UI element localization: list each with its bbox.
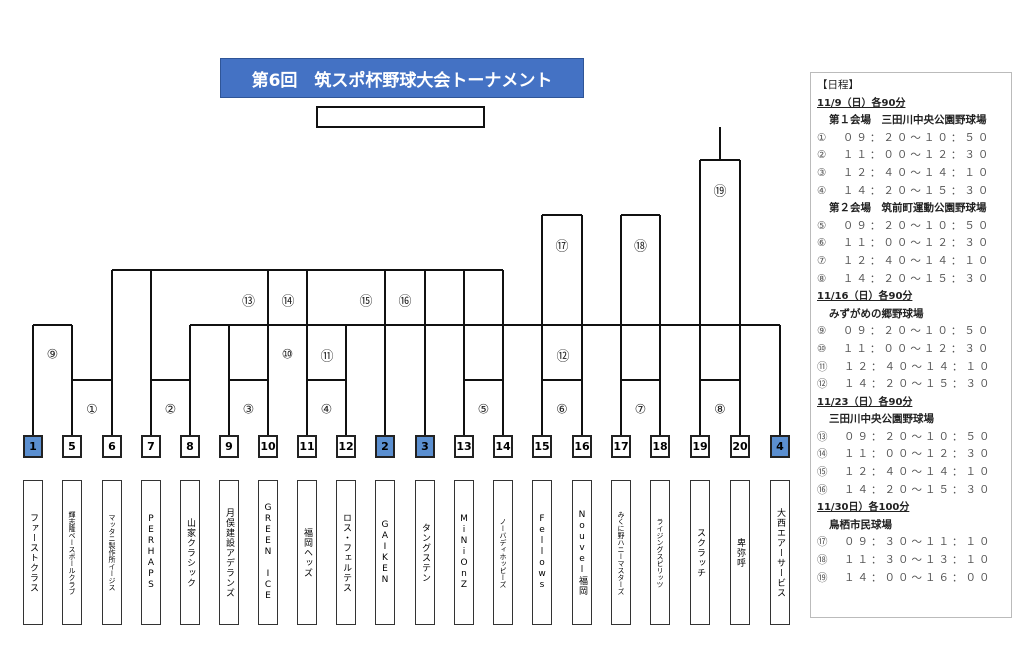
seed-number-box: 7 [141,435,161,458]
match-number: ③ [242,402,255,418]
match-number: ④ [320,402,333,418]
schedule-slot: ⑲ １４：００～１６：００ [817,571,993,584]
team-name: ノーバディホッピーズ [493,480,513,625]
schedule-slot: ⑯ １４：２０～１５：３０ [817,483,993,496]
team-name: マッタニ製作所イージス [102,480,122,625]
seed-number-box: 8 [180,435,200,458]
schedule-slot: ③ １２：４０～１４：１０ [817,166,992,179]
seed-number-box: 15 [532,435,552,458]
team-name: 山家クラシック [180,480,200,625]
schedule-slot: ⑰ ０９：３０～１１：１０ [817,536,993,549]
team-name: GREEN ICE [258,480,278,625]
seed-number-box: 2 [375,435,395,458]
team-name: Fellows [532,480,552,625]
schedule-date: 11/16（日）各90分 [817,291,913,303]
schedule-heading: 【日程】 [817,79,859,91]
schedule-slot: ⑦ １２：４０～１４：１０ [817,254,992,267]
schedule-slot: ⑥ １１：００～１２：３０ [817,237,992,250]
schedule-venue: 三田川中央公園野球場 [829,413,934,426]
seed-number-box: 11 [297,435,317,458]
team-name: タングステン [415,480,435,625]
match-number: ⑧ [714,402,726,418]
team-name: 卑弥呼 [730,480,750,625]
schedule-slot: ⑨ ０９：２０～１０：５０ [817,325,992,338]
team-name: PERHAPS [141,480,161,625]
team-name: スクラッチ [690,480,710,625]
team-name: ファーストクラス [23,480,43,625]
schedule-slot: ⑧ １４：２０～１５：３０ [817,272,992,285]
seed-number-box: 4 [770,435,790,458]
schedule-venue: 第２会場 筑前町運動公園野球場 [829,202,987,215]
seed-number-box: 18 [650,435,670,458]
team-name: 輝志隆ベースボールクラブ [62,480,82,625]
team-name: GAIKEN [375,480,395,625]
match-number: ⑲ [713,184,727,200]
team-name: 福岡ヘッズ [297,480,317,625]
schedule-venue: 第１会場 三田川中央公園野球場 [829,114,987,127]
team-name: 大西エアーサービス [770,480,790,625]
schedule-panel: 【日程】 11/9（日）各90分第１会場 三田川中央公園野球場 ① ０９：２０～１… [810,72,1012,618]
team-name: みくに野ハニーマスターズ [611,480,631,625]
seed-number-box: 6 [102,435,122,458]
seed-number-box: 1 [23,435,43,458]
schedule-slot: ⑱ １１：３０～１３：１０ [817,554,993,567]
schedule-venue: みずがめの郷野球場 [829,307,924,320]
match-number: ⑱ [633,239,648,255]
seed-number-box: 10 [258,435,278,458]
seed-number-box: 12 [336,435,356,458]
schedule-slot: ⑬ ０９：２０～１０：５０ [817,430,993,443]
match-number: ⑤ [477,402,490,418]
schedule-date: 11/30日）各100分 [817,502,910,514]
seed-number-box: 14 [493,435,513,458]
match-number: ⑩ [281,347,294,363]
schedule-slot: ⑪ １２：４０～１４：１０ [817,360,993,373]
seed-number-box: 13 [454,435,474,458]
match-number: ⑥ [556,402,568,418]
match-number: ① [86,402,98,418]
seed-number-box: 5 [62,435,82,458]
schedule-date: 11/23（日）各90分 [817,396,913,408]
match-number: ⑮ [359,294,373,310]
schedule-slot: ⑩ １１：００～１２：３０ [817,342,992,355]
schedule-slot: ⑭ １１：００～１２：３０ [817,448,993,461]
champion-box [316,106,485,128]
match-number: ⑫ [556,349,570,365]
match-number: ⑯ [398,294,412,310]
match-number: ⑪ [320,349,334,365]
match-number: ⑦ [634,402,647,418]
schedule-slot: ① ０９：２０～１０：５０ [817,131,992,144]
schedule-slot: ⑤ ０９：２０～１０：５０ [817,219,992,232]
seed-number-box: 19 [690,435,710,458]
team-name: MiNiOnZ [454,480,474,625]
match-number: ② [164,402,177,418]
match-number: ⑭ [281,294,295,310]
team-name: ライジングスピリッツ [650,480,670,625]
team-name: ロス・フェルテス [336,480,356,625]
team-name: Nouvel福岡 [572,480,592,625]
match-number: ⑬ [241,294,256,310]
team-name: 月俣建設アデランズ [219,480,239,625]
schedule-slot: ⑮ １２：４０～１４：１０ [817,466,993,479]
seed-number-box: 16 [572,435,592,458]
page-title: 第6回 筑スポ杯野球大会トーナメント [220,58,584,98]
seed-number-box: 9 [219,435,239,458]
match-number: ⑨ [46,347,59,363]
match-number: ⑰ [555,239,569,255]
schedule-slot: ④ １４：２０～１５：３０ [817,184,992,197]
seed-number-box: 17 [611,435,631,458]
schedule-slot: ⑫ １４：２０～１５：３０ [817,378,993,391]
seed-number-box: 3 [415,435,435,458]
schedule-slot: ② １１：００～１２：３０ [817,149,992,162]
schedule-date: 11/9（日）各90分 [817,97,906,109]
seed-number-box: 20 [730,435,750,458]
schedule-venue: 鳥栖市民球場 [829,518,892,531]
